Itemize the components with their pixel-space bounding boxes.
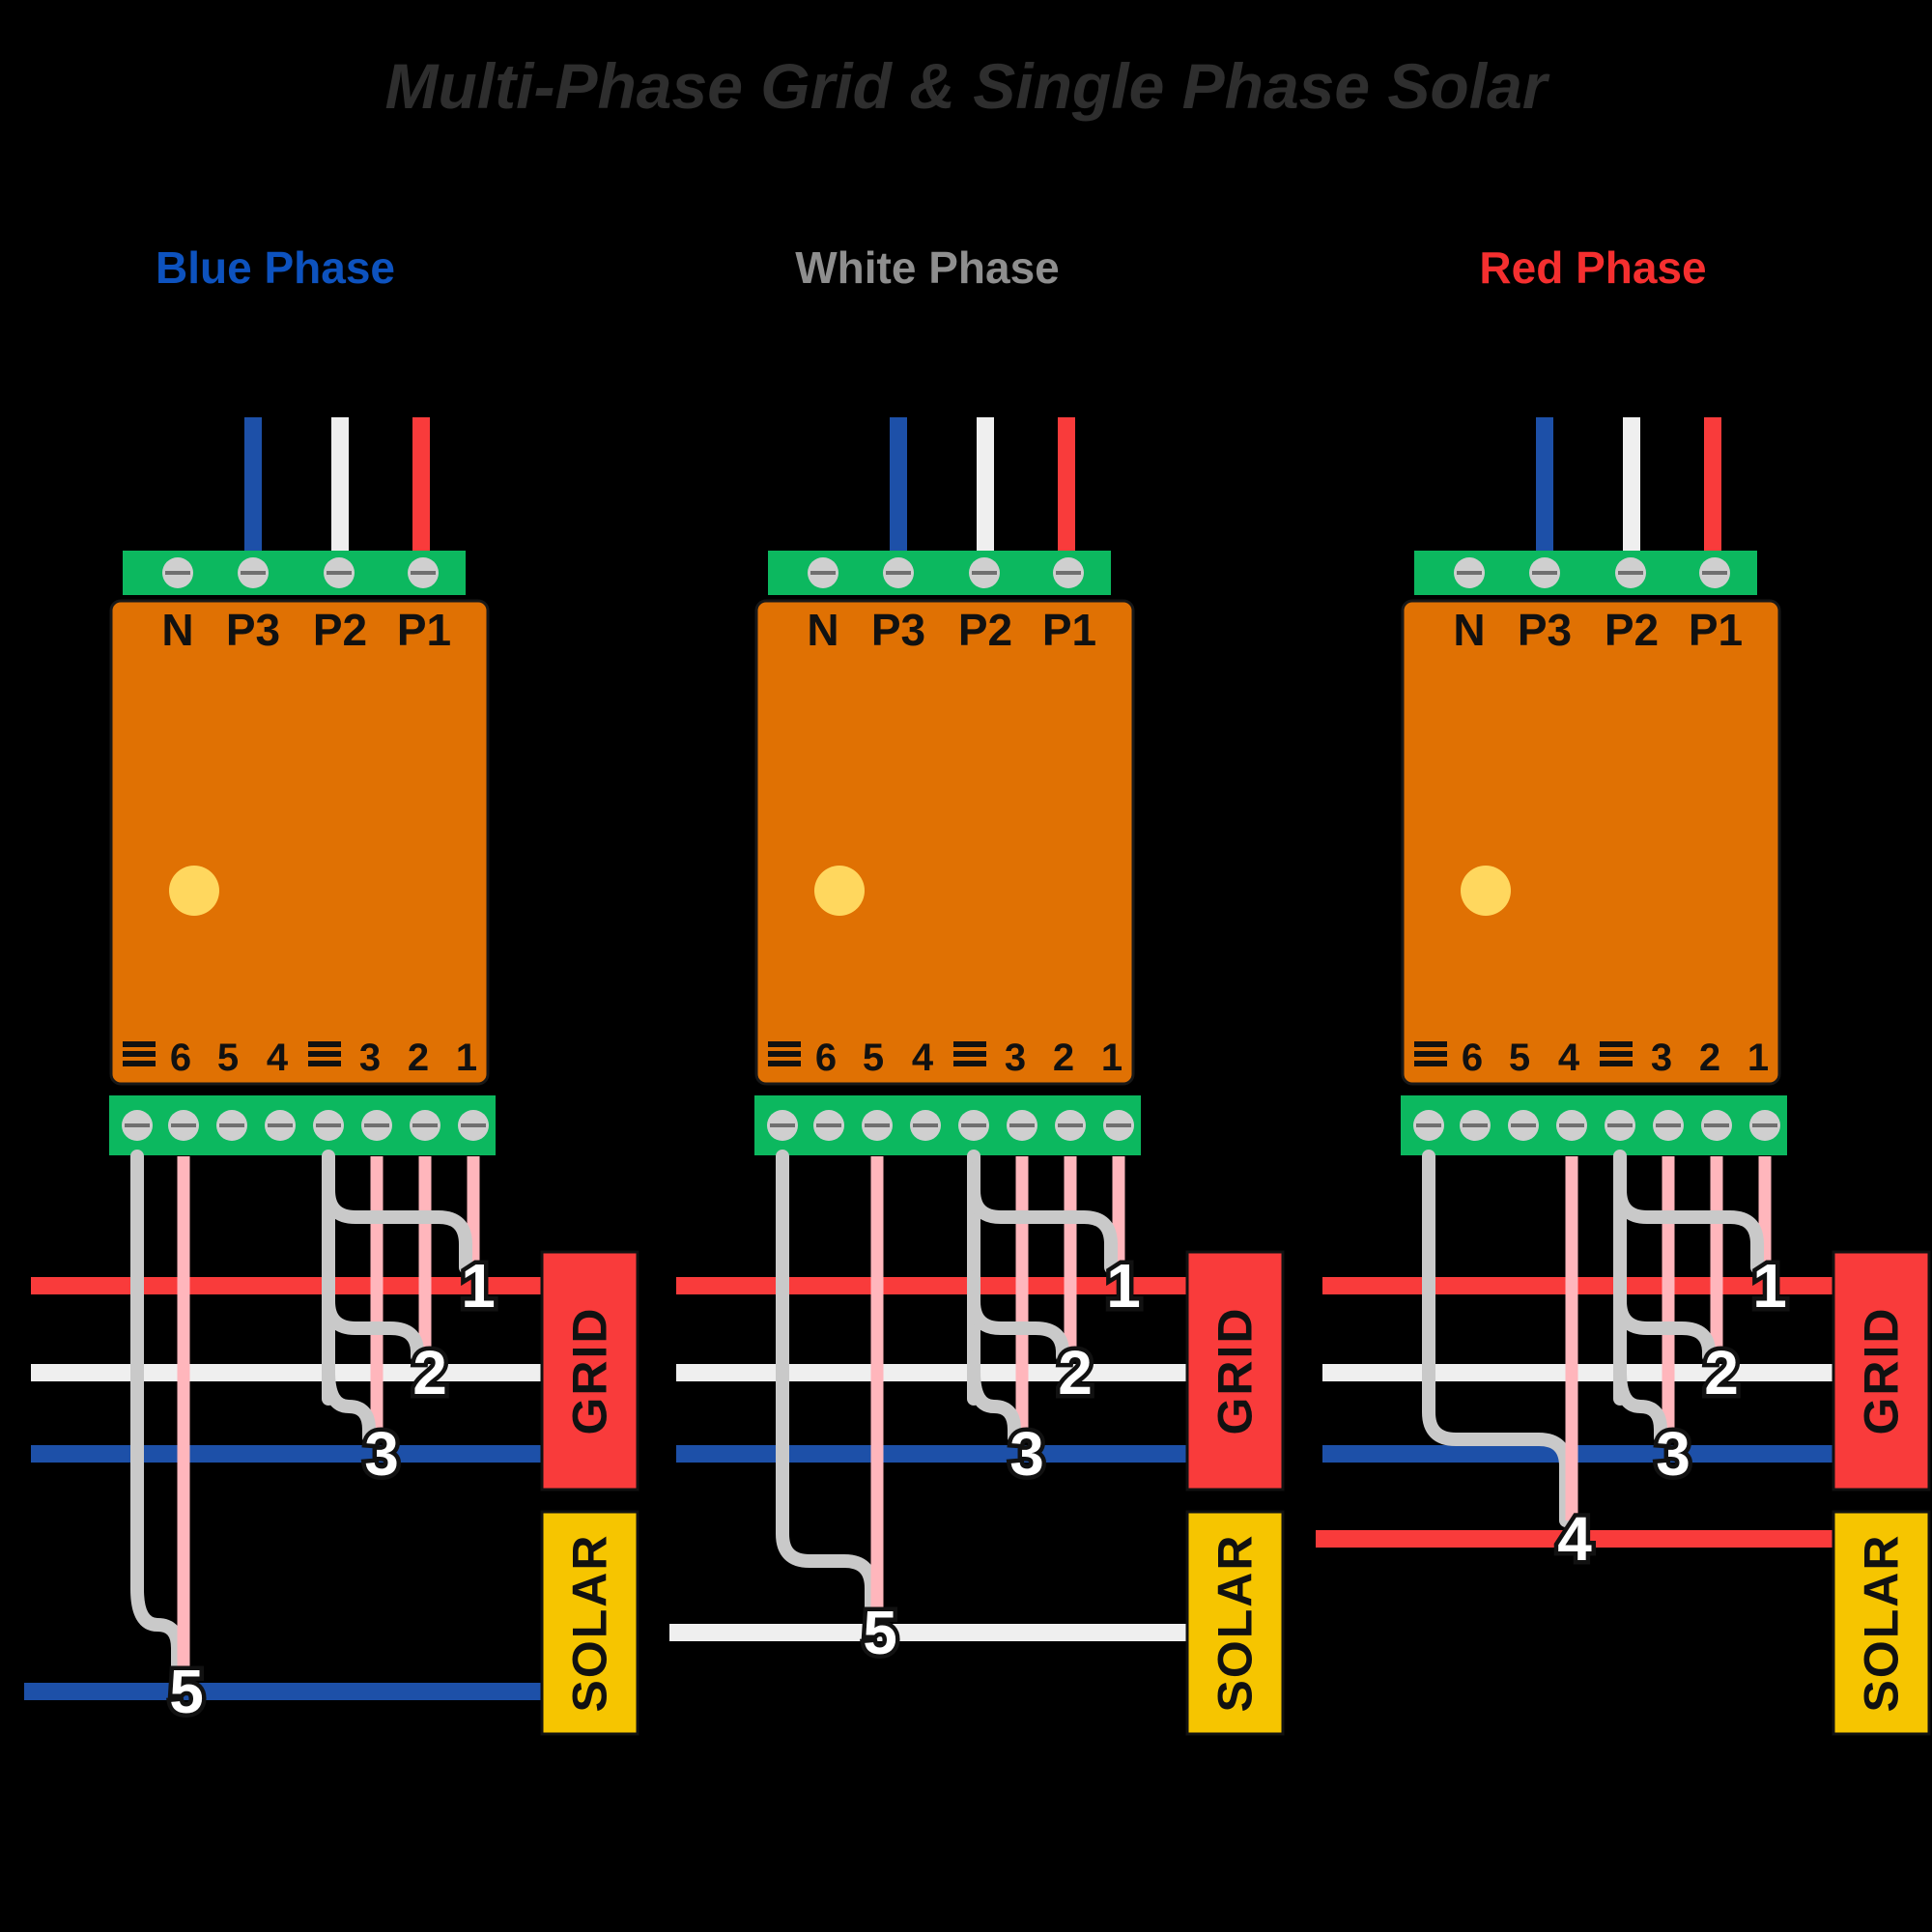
- energy-meter-body: [754, 599, 1135, 1086]
- terminal-label-N: N: [161, 605, 193, 655]
- bottom-terminal-label-4: 4: [912, 1037, 934, 1079]
- terminal-label-P3: P3: [1518, 605, 1572, 655]
- terminal-label-P3: P3: [871, 605, 925, 655]
- ground-symbol-bar: [1600, 1061, 1633, 1066]
- ground-symbol-bar: [123, 1061, 156, 1066]
- energy-meter-body: [1401, 599, 1781, 1086]
- bottom-terminal-label-4: 4: [1558, 1037, 1580, 1079]
- bottom-terminal-label-4: 4: [267, 1037, 289, 1079]
- grid-box: [1832, 1250, 1931, 1492]
- terminal-label-P3: P3: [226, 605, 280, 655]
- bottom-terminal-label-5: 5: [217, 1037, 239, 1079]
- terminal-label-N: N: [1453, 605, 1485, 655]
- energy-meter-body: [109, 599, 490, 1086]
- solar-box-label: SOLAR: [563, 1534, 617, 1713]
- ground-symbol-bar: [1414, 1061, 1447, 1066]
- ct-number-4: 4: [1557, 1504, 1592, 1574]
- grid-box-label: GRID: [563, 1307, 617, 1435]
- ct-number-2: 2: [412, 1338, 447, 1407]
- solar-ct-wire-gray: [130, 1150, 185, 1680]
- solar-ct-wire-gray: [776, 1150, 878, 1621]
- grid-box-label: GRID: [1855, 1307, 1909, 1435]
- ground-symbol-bar: [308, 1051, 341, 1057]
- led-indicator: [169, 866, 219, 916]
- ct-number-2: 2: [1058, 1338, 1093, 1407]
- bottom-terminal-label-5: 5: [1509, 1037, 1530, 1079]
- ct-number-1: 1: [1752, 1251, 1787, 1321]
- bottom-terminal-label-2: 2: [1053, 1037, 1074, 1079]
- solar-box: [540, 1510, 639, 1736]
- ground-symbol-bar: [123, 1051, 156, 1057]
- grid-box: [540, 1250, 639, 1492]
- ct-wire-gray-jumper-2: [322, 1270, 424, 1363]
- ct-wire-gray-jumper-1: [1613, 1162, 1764, 1274]
- ground-symbol-bar: [1414, 1041, 1447, 1047]
- phase-label: Red Phase: [1479, 242, 1706, 293]
- ct-wire-gray-jumper-2: [967, 1270, 1069, 1363]
- ground-symbol-bar: [1600, 1051, 1633, 1057]
- ground-symbol-bar: [953, 1051, 986, 1057]
- ground-symbol-bar: [768, 1061, 801, 1066]
- ct-number-1: 1: [1106, 1251, 1141, 1321]
- solar-ct-wire-gray: [1422, 1150, 1573, 1527]
- bottom-terminal-label-1: 1: [456, 1037, 477, 1079]
- bottom-terminal-label-6: 6: [1462, 1037, 1483, 1079]
- ct-wire-gray-jumper-3: [1613, 1350, 1667, 1444]
- bottom-terminal-label-6: 6: [815, 1037, 837, 1079]
- bottom-terminal-label-2: 2: [408, 1037, 429, 1079]
- bottom-terminal-label-3: 3: [1651, 1037, 1672, 1079]
- ct-number-5: 5: [863, 1598, 897, 1667]
- solar-box-label: SOLAR: [1855, 1534, 1909, 1713]
- ground-symbol-bar: [768, 1051, 801, 1057]
- solar-box: [1832, 1510, 1931, 1736]
- terminal-label-P1: P1: [1689, 605, 1743, 655]
- ct-number-2: 2: [1704, 1338, 1739, 1407]
- bottom-terminal-label-3: 3: [1005, 1037, 1026, 1079]
- ground-symbol-bar: [953, 1041, 986, 1047]
- ct-wire-gray-jumper-3: [322, 1350, 376, 1444]
- phase-label: White Phase: [795, 242, 1060, 293]
- ct-wire-gray-jumper-2: [1613, 1270, 1716, 1363]
- ground-symbol-bar: [1600, 1041, 1633, 1047]
- ground-symbol-bar: [308, 1061, 341, 1066]
- led-indicator: [814, 866, 865, 916]
- ct-wire-gray-jumper-3: [967, 1350, 1021, 1444]
- ground-symbol-bar: [123, 1041, 156, 1047]
- terminal-label-P2: P2: [313, 605, 367, 655]
- bottom-terminal-label-3: 3: [359, 1037, 381, 1079]
- ct-number-3: 3: [1009, 1419, 1044, 1489]
- terminal-label-P1: P1: [1042, 605, 1096, 655]
- ground-symbol-bar: [953, 1061, 986, 1066]
- bottom-terminal-label-6: 6: [170, 1037, 191, 1079]
- bottom-terminal-label-1: 1: [1101, 1037, 1122, 1079]
- ct-number-5: 5: [169, 1657, 204, 1726]
- terminal-label-N: N: [807, 605, 838, 655]
- led-indicator: [1461, 866, 1511, 916]
- solar-box-label: SOLAR: [1208, 1534, 1263, 1713]
- ct-wire-gray-jumper-1: [967, 1162, 1118, 1274]
- ground-symbol-bar: [1414, 1051, 1447, 1057]
- bottom-terminal-label-5: 5: [863, 1037, 884, 1079]
- phase-label: Blue Phase: [156, 242, 395, 293]
- ct-number-1: 1: [461, 1251, 496, 1321]
- terminal-label-P2: P2: [1605, 605, 1659, 655]
- solar-box: [1185, 1510, 1285, 1736]
- ground-symbol-bar: [768, 1041, 801, 1047]
- bottom-terminal-label-1: 1: [1747, 1037, 1769, 1079]
- ground-symbol-bar: [308, 1041, 341, 1047]
- ct-wire-gray-jumper-1: [322, 1162, 472, 1274]
- bottom-terminal-label-2: 2: [1699, 1037, 1720, 1079]
- diagram-title: Multi-Phase Grid & Single Phase Solar: [385, 50, 1550, 122]
- grid-box: [1185, 1250, 1285, 1492]
- grid-box-label: GRID: [1208, 1307, 1263, 1435]
- terminal-label-P1: P1: [397, 605, 451, 655]
- terminal-label-P2: P2: [958, 605, 1012, 655]
- ct-number-3: 3: [1656, 1419, 1690, 1489]
- ct-number-3: 3: [364, 1419, 399, 1489]
